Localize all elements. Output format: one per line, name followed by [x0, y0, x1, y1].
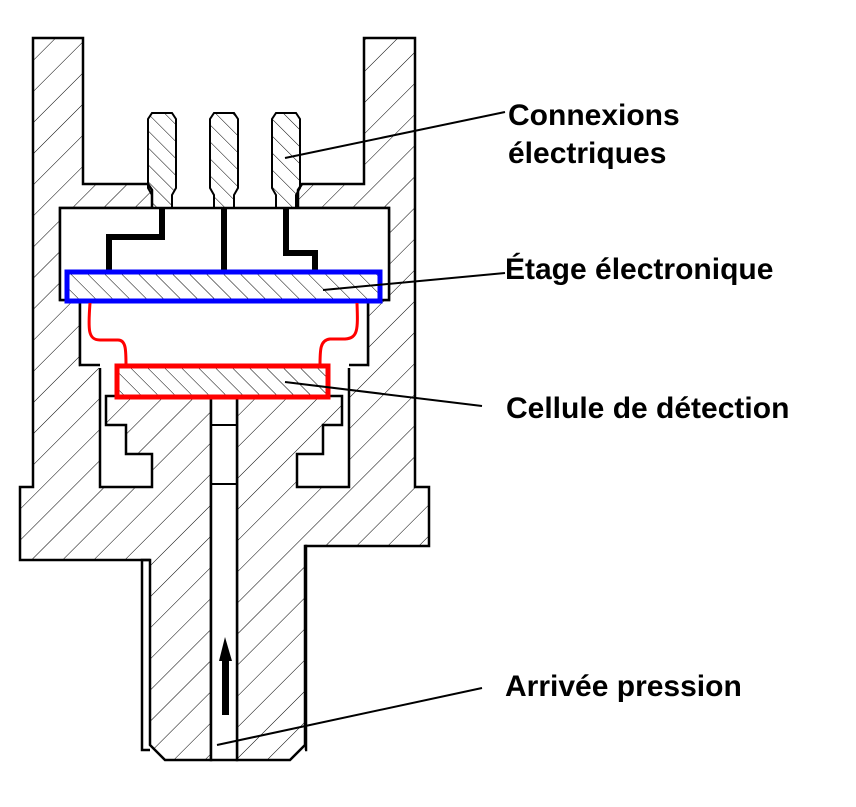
label-cellule: Cellule de détection — [506, 392, 790, 425]
flex-connection-left — [87, 302, 128, 367]
label-arrivee: Arrivée pression — [505, 670, 742, 703]
flex-connection-right — [318, 302, 359, 367]
leader-connexions — [284, 111, 506, 159]
sensing-cell — [114, 363, 331, 400]
wire-3 — [283, 208, 318, 272]
pin-1 — [147, 112, 177, 209]
label-etage: Étage électronique — [505, 253, 774, 286]
label-connexions: Connexions électriques — [508, 97, 680, 173]
label-connexions-line2: électriques — [508, 137, 667, 170]
label-connexions-line1: Connexions — [508, 99, 680, 132]
internal-wires — [106, 208, 318, 272]
connector-pins — [147, 112, 301, 209]
cell-cavity-outline — [78, 300, 370, 367]
wire-1 — [106, 208, 165, 272]
pin-2 — [209, 112, 239, 209]
leader-arrivee — [216, 687, 483, 746]
pin-3 — [271, 112, 301, 209]
leader-etage — [322, 272, 506, 291]
stem-outline — [140, 544, 308, 752]
leader-cellule — [284, 381, 483, 407]
cell-cavity — [80, 300, 368, 368]
electronics-board — [64, 269, 383, 304]
pressure-arrow-icon — [219, 637, 232, 715]
